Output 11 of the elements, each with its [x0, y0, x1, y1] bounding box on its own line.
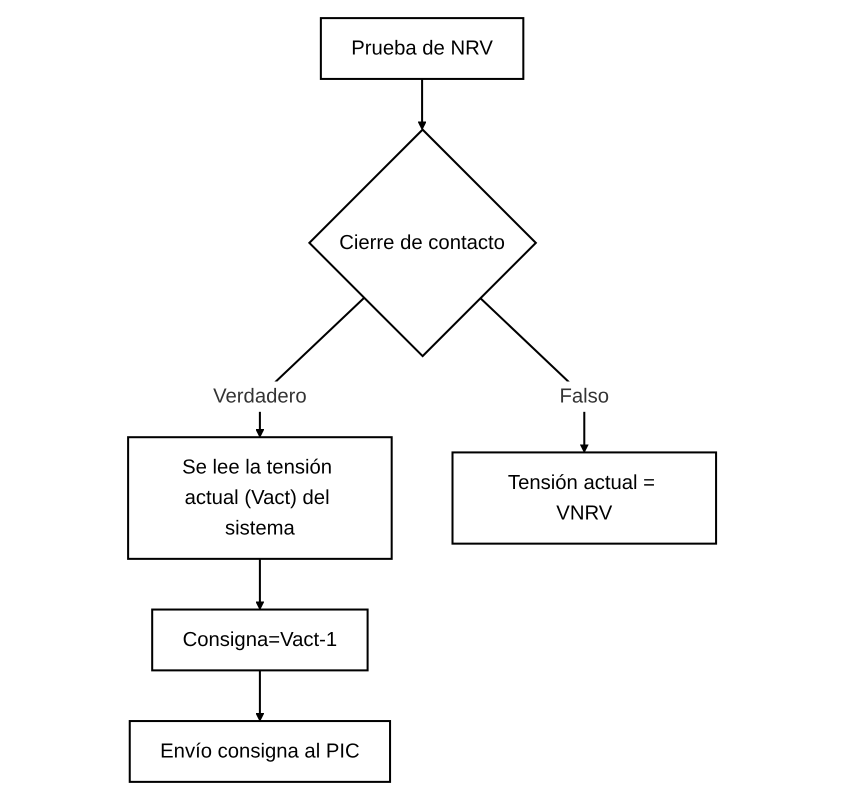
edge-label: Falso	[560, 386, 610, 408]
node-box: Envío consigna al PIC	[129, 720, 392, 783]
arrow	[256, 558, 265, 610]
arrow	[418, 78, 427, 130]
node-box: Prueba de NRV	[320, 17, 525, 80]
node-diamond: Cierre de contacto	[308, 128, 538, 358]
edge-label: Verdadero	[214, 386, 308, 408]
arrow	[256, 670, 265, 722]
node-box: Tensión actual = VNRV	[452, 451, 718, 545]
node-box: Se lee la tensión actual (Vact) del sistema	[128, 436, 394, 560]
node-box: Consigna=Vact-1	[152, 608, 370, 672]
